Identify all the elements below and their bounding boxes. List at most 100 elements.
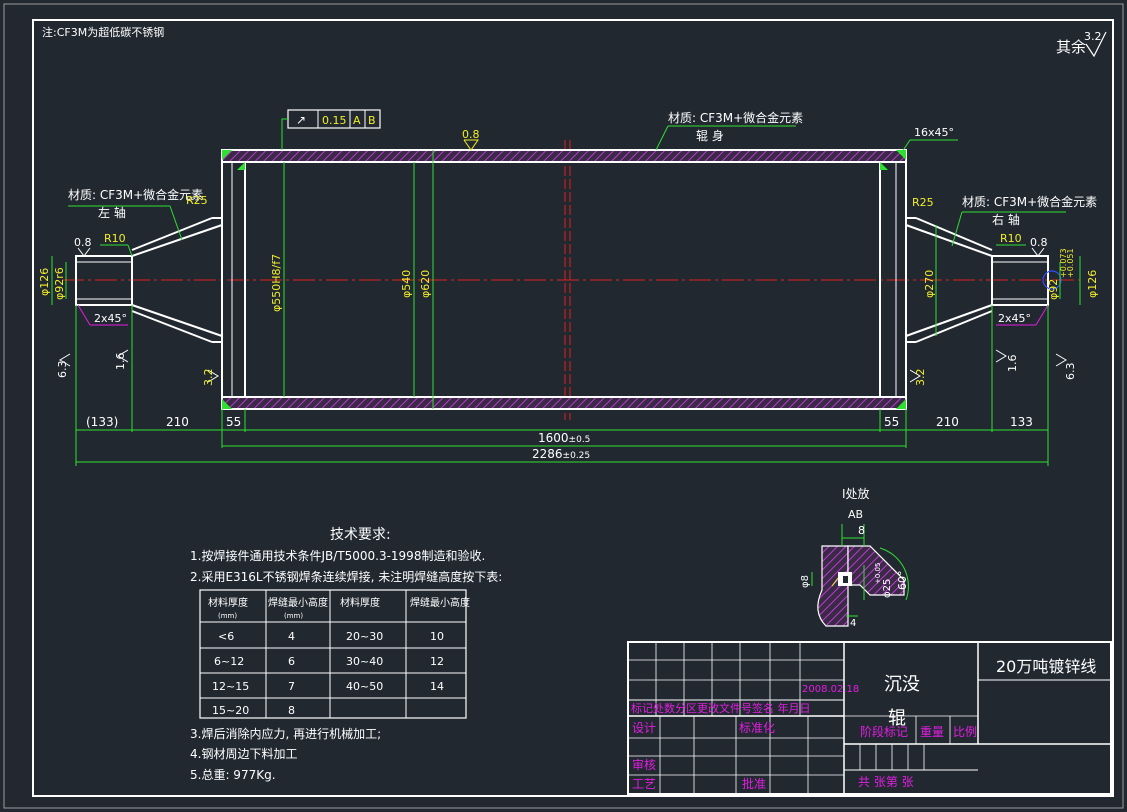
svg-text:材质: CF3M+微合金元素: 材质: CF3M+微合金元素 (68, 187, 203, 202)
tech-item: 5.总重: 977Kg. (190, 768, 276, 782)
body-shell-top (221, 149, 907, 163)
right-shaft-material-callout: 材质: CF3M+微合金元素 右 轴 R25 (912, 194, 1097, 247)
svg-text:φ620: φ620 (419, 270, 432, 298)
svg-text:0.8: 0.8 (462, 128, 480, 141)
svg-text:其余: 其余 (1056, 38, 1086, 56)
geometric-tolerance-frame: ↗ 0.15 A B (281, 109, 381, 150)
table-header: 材料厚度 (340, 596, 380, 609)
table-unit: (mm) (218, 612, 237, 620)
dim-210-left: 210 (166, 415, 189, 429)
title-process: 工艺 (632, 777, 656, 791)
r10-left-label: R10 (104, 232, 126, 245)
weld-height-table: 材料厚度 焊缝最小高度 材料厚度 焊缝最小高度 (mm) (mm) <6 4 2… (199, 589, 470, 719)
part-name: 沉没 (884, 674, 920, 695)
title-block (627, 641, 1112, 795)
tech-item: 2.采用E316L不锈钢焊条连续焊接, 未注明焊缝高度按下表: (190, 569, 502, 584)
svg-text:右 轴: 右 轴 (992, 212, 1020, 227)
svg-text:φ92r6: φ92r6 (53, 267, 66, 300)
dim-55-right: 55 (884, 415, 899, 429)
tech-title: 技术要求: (330, 527, 391, 543)
table-cell: 7 (288, 680, 295, 693)
table-cell: 12 (430, 655, 444, 668)
svg-text:+0.073: +0.073 (1059, 248, 1068, 278)
ra32-left: 3.2 (202, 369, 215, 387)
diameter-dimensions: φ126 φ92r6 φ550H8/f7 φ540 φ620 φ270 φ92 … (38, 150, 1099, 409)
weld-mark (222, 399, 232, 409)
svg-text:φ540: φ540 (400, 270, 413, 298)
svg-text:4: 4 (850, 618, 856, 629)
tech-item: 4.钢材周边下料加工 (190, 747, 297, 761)
table-cell: <6 (218, 630, 234, 643)
weld-mark (237, 162, 245, 170)
weld-mark (896, 399, 906, 409)
dim-1600: 1600±0.5 (538, 431, 590, 445)
svg-text:R25: R25 (912, 196, 934, 209)
roll-body-outline (221, 149, 907, 410)
dim-2286: 2286±0.25 (532, 447, 590, 461)
title-date: 2008.02.18 (802, 684, 859, 695)
svg-text:+0.05: +0.05 (874, 563, 882, 584)
ra08-left-label: 0.8 (74, 236, 92, 249)
svg-text:0.15: 0.15 (322, 114, 347, 127)
tech-item: 3.焊后消除内应力, 再进行机械加工; (190, 726, 381, 741)
drawing-frame (32, 19, 1114, 797)
roughness-mark (77, 247, 91, 257)
title-approve: 批准 (742, 776, 766, 791)
table-cell: 4 (288, 630, 295, 643)
title-scale: 比例 (953, 725, 977, 739)
svg-text:↗: ↗ (296, 113, 306, 127)
svg-text:辊 身: 辊 身 (696, 128, 724, 143)
svg-text:R25: R25 (186, 194, 208, 207)
table-cell: 12~15 (212, 680, 249, 693)
leader (77, 304, 91, 326)
svg-text:I处放: I处放 (842, 486, 870, 501)
table-cell: 15~20 (212, 704, 249, 717)
tech-requirements: 技术要求: 1.按焊接件通用技术条件JB/T5000.3-1998制造和验收. … (190, 527, 502, 782)
table-header: 焊缝最小高度 (410, 596, 470, 609)
table-cell: 30~40 (346, 655, 383, 668)
ra63-right: 6.3 (1064, 363, 1077, 381)
body-chamfer-callout: 16x45° (901, 126, 958, 153)
table-cell: 6~12 (214, 655, 244, 668)
dim-133-right: 133 (1010, 415, 1033, 429)
ra16-left: 1.6 (114, 353, 127, 371)
table-cell: 20~30 (346, 630, 383, 643)
default-roughness: 其余 3.2 (1056, 30, 1107, 58)
left-shaft-material-callout: 材质: CF3M+微合金元素 左 轴 R25 (68, 187, 208, 241)
svg-text:60°: 60° (896, 571, 909, 591)
svg-text:3.2: 3.2 (1084, 30, 1102, 43)
table-cell: 8 (288, 704, 295, 717)
table-cell: 6 (288, 655, 295, 668)
title-standardize: 标准化 (739, 721, 775, 735)
svg-text:φ8: φ8 (800, 575, 811, 588)
project-name: 20万吨镀锌线 (996, 657, 1096, 676)
detail-circle-marker (1042, 270, 1062, 290)
table-cell: 14 (430, 680, 444, 693)
table-cell: 40~50 (346, 680, 383, 693)
title-design: 设计 (632, 721, 656, 735)
table-header: 焊缝最小高度 (268, 596, 328, 609)
title-rev-header: 标记处数分区更改文件号签名 年月日 (631, 701, 811, 715)
leader (127, 244, 133, 257)
drawing-note: 注:CF3M为超低碳不锈钢 (42, 25, 164, 39)
svg-text:φ126: φ126 (1086, 270, 1099, 298)
weld-mark (896, 150, 906, 160)
svg-text:16x45°: 16x45° (914, 126, 954, 139)
title-review: 审核 (632, 757, 656, 772)
tech-item: 1.按焊接件通用技术条件JB/T5000.3-1998制造和验收. (190, 548, 485, 563)
svg-text:材质: CF3M+微合金元素: 材质: CF3M+微合金元素 (668, 110, 803, 125)
table-unit: (mm) (284, 612, 303, 620)
svg-text:A: A (353, 114, 361, 127)
svg-text:B: B (368, 114, 376, 127)
dim-133-left: (133) (86, 415, 118, 429)
extension-lines (75, 305, 1049, 466)
ra32-right: 3.2 (914, 369, 927, 387)
body-material-callout: 材质: CF3M+微合金元素 辊 身 (655, 110, 803, 151)
title-sheets: 共 张第 张 (858, 775, 914, 789)
svg-text:φ270: φ270 (923, 270, 936, 298)
roughness-mark (1031, 247, 1045, 257)
leader (1035, 304, 1049, 326)
r10-right-label: R10 (1000, 232, 1022, 245)
svg-text:φ550H8/f7: φ550H8/f7 (270, 254, 283, 312)
part-name-2: 辊 (888, 708, 906, 729)
